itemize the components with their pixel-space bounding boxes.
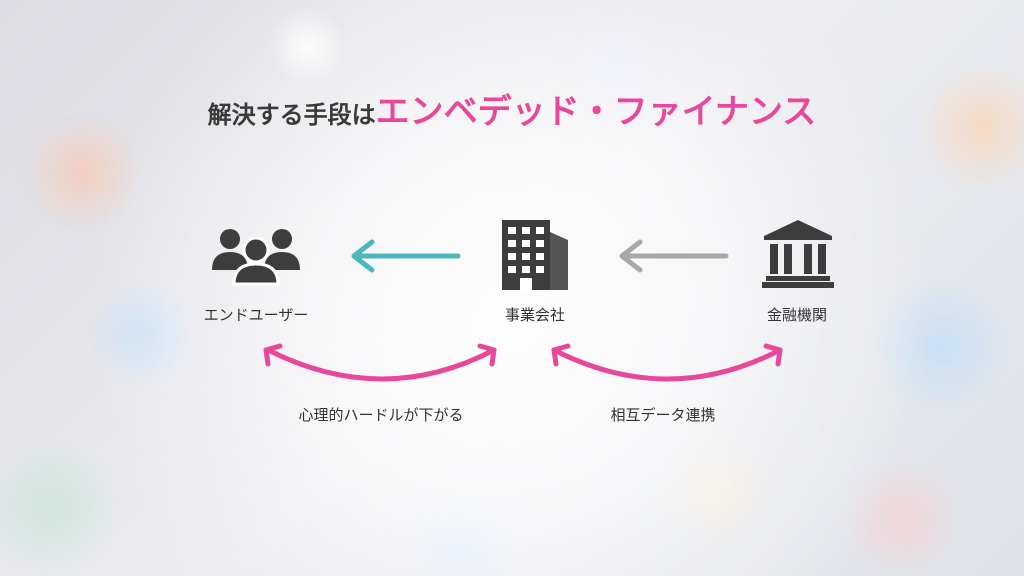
users-group-icon (212, 229, 300, 286)
title-prefix: 解決する手段は (207, 101, 376, 129)
business-label: 事業会社 (504, 306, 566, 324)
page-title: 解決する手段はエンベデッド・ファイナンス (0, 84, 1024, 133)
end-user-label: エンドユーザー (203, 306, 309, 324)
relation-right-label: 相互データ連携 (610, 406, 716, 424)
pink-double-arrow-left (263, 343, 497, 382)
bank-icon (762, 220, 834, 288)
relation-left-label: 心理的ハードルが下がる (298, 406, 464, 424)
office-building-icon (502, 220, 568, 290)
bank-label: 金融機関 (766, 306, 828, 324)
gray-arrow (619, 239, 729, 273)
title-highlight: エンベデッド・ファイナンス (375, 92, 817, 132)
pink-double-arrow-right (551, 343, 783, 382)
teal-arrow (351, 239, 461, 273)
